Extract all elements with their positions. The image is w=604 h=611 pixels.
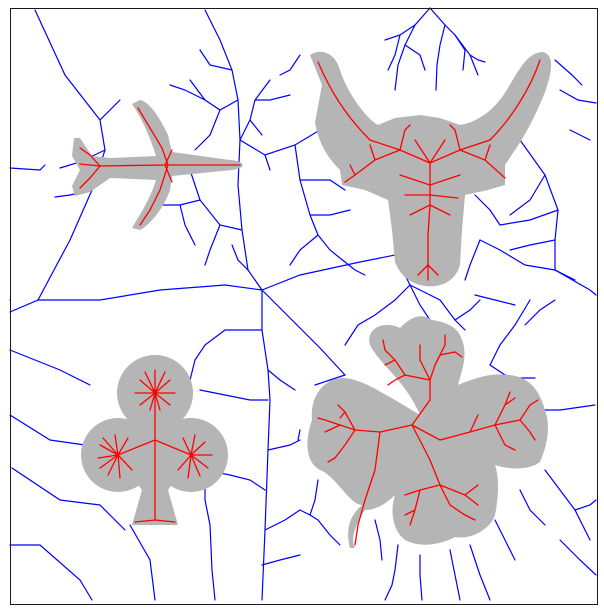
skeleton-diagram [0,0,604,611]
diagram-canvas [0,0,604,611]
